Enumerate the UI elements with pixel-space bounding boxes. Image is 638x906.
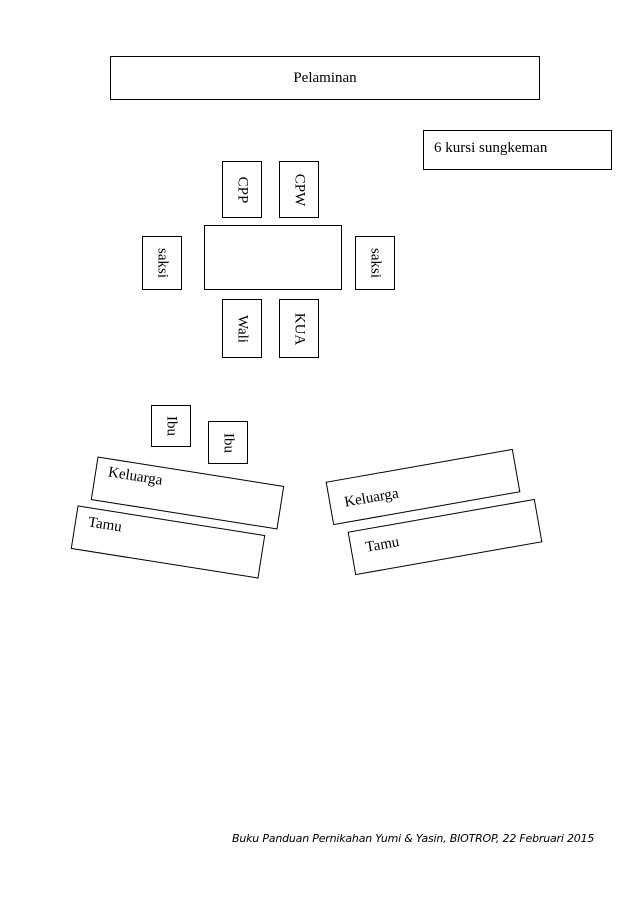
bench-tamu-right-label: Tamu	[364, 534, 401, 556]
chair-ibu-1: Ibu	[151, 405, 191, 447]
note-label: 6 kursi sungkeman	[434, 140, 548, 156]
chair-cpp-label: CPP	[234, 176, 251, 203]
chair-cpw: CPW	[279, 161, 319, 218]
pelaminan-box: Pelaminan	[110, 56, 540, 100]
chair-wali: Wali	[222, 299, 262, 358]
chair-saksi-right: saksi	[355, 236, 395, 290]
footer-caption: Buku Panduan Pernikahan Yumi & Yasin, BI…	[232, 832, 595, 845]
chair-wali-label: Wali	[234, 314, 251, 343]
note-box: 6 kursi sungkeman	[423, 130, 612, 170]
chair-cpp: CPP	[222, 161, 262, 218]
chair-saksi-left-label: saksi	[154, 248, 171, 278]
chair-saksi-left: saksi	[142, 236, 182, 290]
bench-keluarga-left-label: Keluarga	[107, 464, 164, 489]
center-table	[204, 225, 342, 290]
chair-ibu-2: Ibu	[208, 421, 248, 464]
chair-kua-label: KUA	[291, 312, 308, 345]
pelaminan-label: Pelaminan	[293, 69, 357, 86]
chair-ibu-2-label: Ibu	[220, 432, 237, 453]
bench-tamu-left-label: Tamu	[86, 514, 123, 536]
chair-ibu-1-label: Ibu	[163, 416, 180, 436]
chair-cpw-label: CPW	[291, 173, 308, 206]
chair-kua: KUA	[279, 299, 319, 358]
chair-saksi-right-label: saksi	[367, 248, 384, 278]
bench-keluarga-right-label: Keluarga	[343, 485, 400, 511]
